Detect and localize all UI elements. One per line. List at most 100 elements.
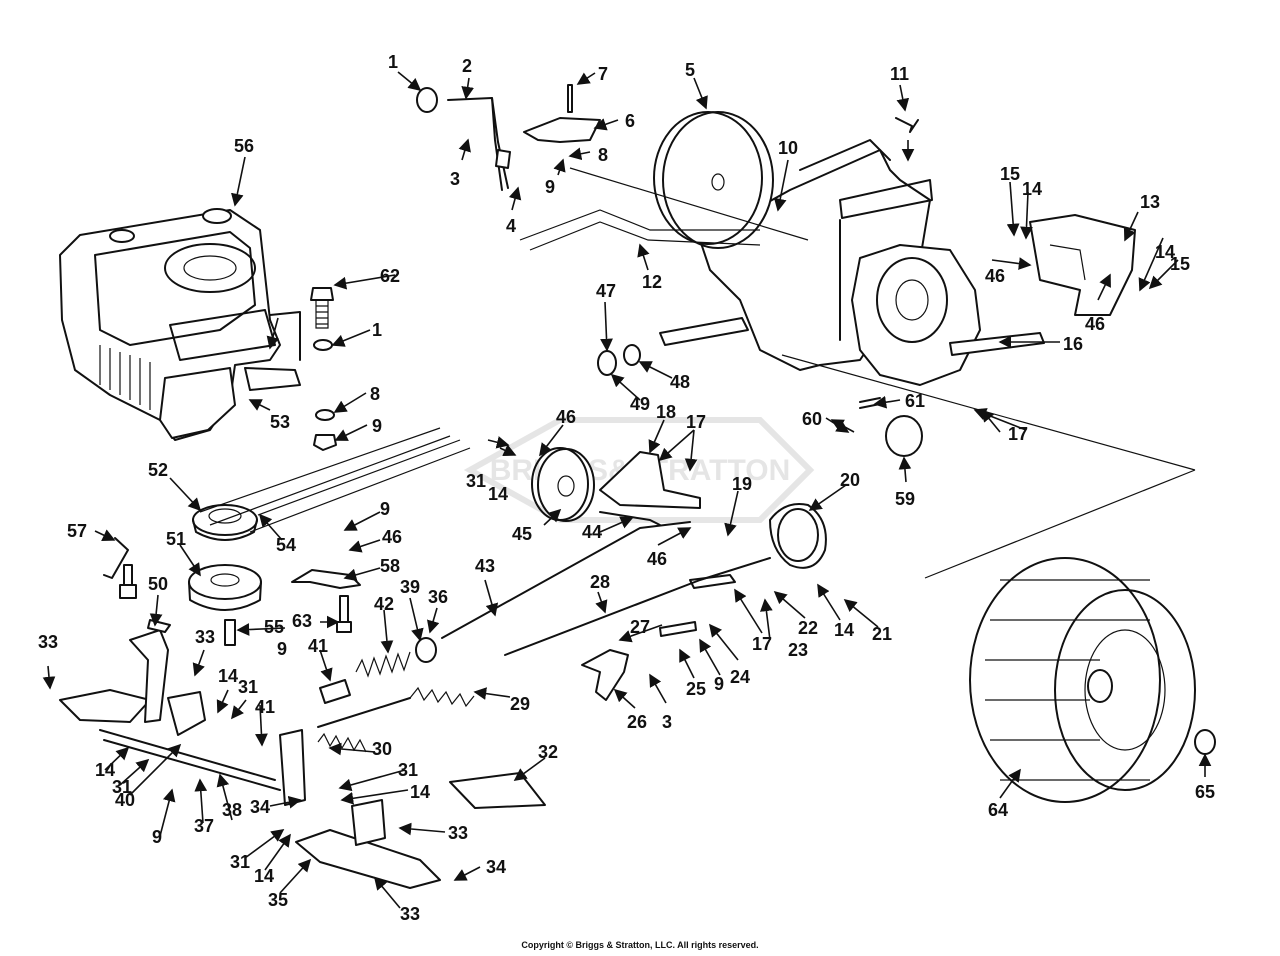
callout-43: 43 [475, 556, 495, 576]
callout-9: 9 [545, 177, 555, 197]
callout-15: 15 [1000, 164, 1020, 184]
callout-35: 35 [268, 890, 288, 910]
guide-line-pulley [569, 167, 809, 241]
callout-49: 49 [630, 394, 650, 414]
callout-31c: 31 [230, 852, 250, 872]
callout-53: 53 [270, 412, 290, 432]
callout-14c: 14 [488, 484, 508, 504]
link [689, 574, 736, 589]
engine-bolt [310, 287, 334, 329]
callout-52: 52 [148, 460, 168, 480]
belt-guide-bracket [523, 84, 601, 143]
callout-11: 11 [890, 64, 909, 84]
callout-58: 58 [380, 556, 400, 576]
engine-nut [313, 434, 337, 451]
callout-2: 2 [462, 56, 472, 76]
clutch-pedal [59, 619, 171, 723]
callout-40: 40 [115, 790, 135, 810]
callout-23: 23 [788, 640, 808, 660]
callout-42: 42 [374, 594, 394, 614]
callout-47: 47 [596, 281, 616, 301]
callout-9b: 9 [372, 416, 382, 436]
transmission-belt [519, 209, 761, 251]
callout-64: 64 [988, 800, 1008, 820]
callout-19: 19 [732, 474, 752, 494]
callout-63: 63 [292, 611, 312, 631]
callout-33d: 33 [195, 627, 215, 647]
pedal-shaft [99, 691, 281, 791]
callout-36: 36 [428, 587, 448, 607]
engine-pulley-lower [188, 564, 262, 611]
callout-48: 48 [670, 372, 690, 392]
callout-56: 56 [234, 136, 254, 156]
callout-10: 10 [778, 138, 798, 158]
callout-labels: 1 2 3 4 5 7 6 8 9 10 11 12 13 15 14 46 1… [38, 52, 1215, 924]
brake-pedal [295, 829, 441, 889]
engine-mount-bolt [119, 564, 137, 599]
callout-62: 62 [380, 266, 400, 286]
callout-1b: 1 [372, 320, 382, 340]
callout-14g: 14 [95, 760, 115, 780]
callout-3b: 3 [662, 712, 672, 732]
callout-15b: 15 [1170, 254, 1190, 274]
key [224, 619, 236, 646]
callout-41: 41 [308, 636, 328, 656]
clutch-rod [441, 521, 691, 639]
callout-46b: 46 [1085, 314, 1105, 334]
callout-28: 28 [590, 572, 610, 592]
callout-5: 5 [685, 60, 695, 80]
callout-13: 13 [1140, 192, 1160, 212]
guide-line-axle [781, 354, 1196, 471]
axle-washer [597, 350, 617, 376]
drive-belt [199, 427, 471, 533]
callout-46d: 46 [556, 407, 576, 427]
callout-27: 27 [630, 617, 650, 637]
callout-30: 30 [372, 739, 392, 759]
hub-cap [1194, 729, 1216, 755]
callout-31b: 31 [398, 760, 418, 780]
callout-14e: 14 [410, 782, 430, 802]
callout-21: 21 [872, 624, 892, 644]
callout-34b: 34 [250, 797, 270, 817]
callout-8: 8 [598, 145, 608, 165]
brake-band [769, 503, 827, 569]
callout-7: 7 [598, 64, 608, 84]
callout-32: 32 [538, 742, 558, 762]
brake-pad [449, 772, 546, 809]
brake-lever [581, 649, 629, 701]
callout-8b: 8 [370, 384, 380, 404]
callout-18: 18 [656, 402, 676, 422]
brake-pedal-bracket [351, 799, 386, 846]
callout-3: 3 [450, 169, 460, 189]
callout-29: 29 [510, 694, 530, 714]
callout-55: 55 [264, 617, 284, 637]
callout-14h: 14 [218, 666, 238, 686]
spring-bracket [291, 569, 361, 589]
callout-1: 1 [388, 52, 398, 72]
callout-57: 57 [67, 521, 87, 541]
engine [59, 208, 301, 441]
axle-spacer [623, 344, 641, 366]
callout-6: 6 [625, 111, 635, 131]
tension-rod [659, 621, 697, 637]
callout-46c: 46 [382, 527, 402, 547]
callout-22: 22 [798, 618, 818, 638]
callout-20: 20 [840, 470, 860, 490]
callout-14f: 14 [254, 866, 274, 886]
callout-33c: 33 [38, 632, 58, 652]
callout-46: 46 [985, 266, 1005, 286]
spring-compression [355, 637, 437, 678]
callout-50: 50 [148, 574, 168, 594]
callout-9d: 9 [277, 639, 287, 659]
brake-rod [504, 557, 771, 656]
guide-line-wheel [924, 469, 1196, 579]
callout-14: 14 [1022, 179, 1042, 199]
callout-16: 16 [1063, 334, 1083, 354]
callout-25: 25 [686, 679, 706, 699]
callout-61: 61 [905, 391, 925, 411]
callout-41b: 41 [255, 697, 275, 717]
spring-short [317, 732, 367, 753]
callout-31e: 31 [238, 677, 258, 697]
callout-14b: 14 [1155, 242, 1175, 262]
bracket-bolt [336, 595, 352, 633]
